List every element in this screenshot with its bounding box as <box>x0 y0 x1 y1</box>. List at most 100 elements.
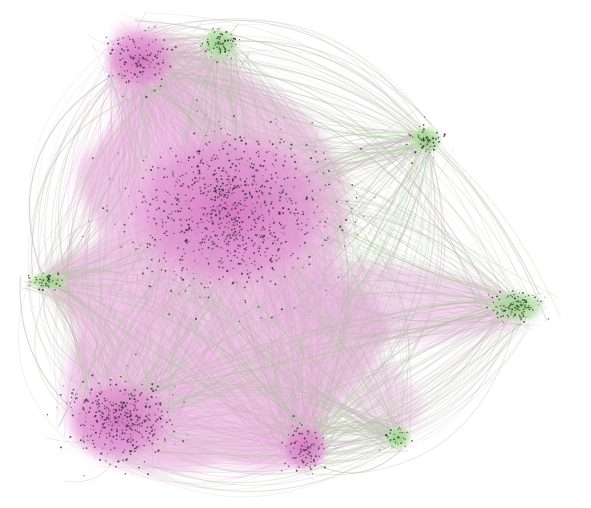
green-bottom-right-node <box>399 426 401 429</box>
pink-core-node <box>196 99 199 102</box>
pink-core-node <box>237 262 240 265</box>
graph-edge <box>137 38 422 143</box>
pink-bottom-mid-node <box>309 461 312 463</box>
green-left-node <box>47 274 50 276</box>
pink-bottom-left-node <box>119 390 122 392</box>
pink-core-node <box>176 178 179 180</box>
pink-bottom-left-node <box>82 447 85 449</box>
pink-bottom-left-node <box>124 411 127 414</box>
graph-edge <box>158 49 434 143</box>
pink-top-left-node <box>147 44 150 46</box>
pink-bottom-left-node <box>110 440 112 442</box>
graph-edge <box>138 68 405 437</box>
green-right-upper-node <box>420 139 423 141</box>
pink-core-node <box>214 189 217 193</box>
pink-core-node <box>261 214 263 216</box>
pink-bottom-left-node <box>127 365 129 367</box>
pink-core-node <box>200 159 202 162</box>
pink-bottom-mid-node <box>307 433 309 436</box>
pink-core-node <box>316 206 319 208</box>
pink-core-node <box>291 252 294 255</box>
pink-bottom-left-node <box>123 394 125 396</box>
pink-core-node <box>199 221 201 223</box>
pink-core-node <box>351 207 353 209</box>
pink-core-node <box>237 247 239 250</box>
pink-core-node <box>234 202 236 204</box>
pink-core-node <box>281 191 284 194</box>
pink-bottom-left-node <box>148 432 151 435</box>
pink-bottom-left-node <box>106 406 108 409</box>
graph-edge <box>151 62 404 450</box>
pink-bottom-left-node <box>124 404 127 406</box>
pink-core-node <box>138 190 140 193</box>
green-left-node <box>42 285 44 287</box>
graph-edge <box>159 443 286 459</box>
pink-bottom-mid-node <box>317 448 320 451</box>
pink-core-node <box>275 243 278 245</box>
pink-core-node <box>257 267 260 271</box>
pink-core-node <box>199 177 201 179</box>
pink-bottom-left-node <box>139 425 141 427</box>
green-right-node <box>495 306 497 308</box>
pink-core-node <box>285 240 288 243</box>
pink-bottom-left-node <box>141 433 143 435</box>
graph-edge <box>122 45 296 464</box>
green-top-node <box>231 45 233 47</box>
pink-core-node <box>232 180 234 182</box>
green-right-node <box>492 301 495 304</box>
pink-top-left-node <box>135 62 138 65</box>
pink-bottom-left-node <box>107 408 110 410</box>
pink-bottom-mid-node <box>306 430 309 433</box>
pink-core-node <box>219 267 221 269</box>
pink-core-node <box>222 247 224 249</box>
pink-core-node <box>172 171 174 173</box>
graph-edge <box>213 28 360 451</box>
pink-bottom-left-node <box>110 404 113 406</box>
pink-core-node <box>254 181 256 183</box>
green-top-node <box>228 49 230 52</box>
pink-bottom-left-node <box>171 423 173 426</box>
pink-core-node <box>146 242 149 245</box>
green-right-node <box>534 296 537 299</box>
pink-core-node <box>234 230 237 233</box>
pink-core-node <box>251 183 254 186</box>
pink-core-node <box>233 217 235 219</box>
pink-top-left-node <box>169 65 172 67</box>
pink-bottom-left-node <box>92 439 94 442</box>
pink-bottom-left-node <box>131 429 133 431</box>
pink-core-node <box>176 199 178 201</box>
pink-core-node <box>337 276 340 278</box>
pink-bottom-mid-node <box>310 458 312 460</box>
pink-bottom-left-node <box>120 409 123 411</box>
pink-core-node <box>263 200 266 203</box>
pink-core-node <box>127 195 129 197</box>
pink-core-node <box>276 176 279 179</box>
pink-core-node <box>251 262 253 265</box>
pink-core-node <box>258 250 260 252</box>
pink-core-node <box>157 167 160 169</box>
green-bottom-right-node <box>386 435 389 438</box>
pink-core-node <box>290 155 293 158</box>
pink-core-node <box>185 172 187 174</box>
pink-core-node <box>255 280 257 282</box>
pink-core-node <box>213 187 216 190</box>
pink-bottom-left-node <box>124 380 127 383</box>
pink-bottom-left-node <box>115 428 118 431</box>
pink-core-node <box>114 223 116 225</box>
pink-bottom-left-node <box>131 438 134 442</box>
pink-bottom-left-node <box>129 433 132 435</box>
pink-core-node <box>210 159 213 162</box>
pink-core-node <box>244 193 247 196</box>
pink-bottom-left-node <box>145 402 147 404</box>
pink-core-node <box>209 276 211 278</box>
green-right-node <box>524 295 526 298</box>
pink-core-node <box>316 161 319 163</box>
green-right-upper-node <box>422 140 425 142</box>
pink-core-node <box>239 234 241 237</box>
pink-core-node <box>315 171 318 173</box>
graph-edge <box>112 447 296 470</box>
pink-bottom-left-node <box>145 430 147 433</box>
pink-bottom-mid-node <box>296 427 299 430</box>
green-top-node <box>210 56 212 58</box>
pink-core-node <box>276 239 279 241</box>
